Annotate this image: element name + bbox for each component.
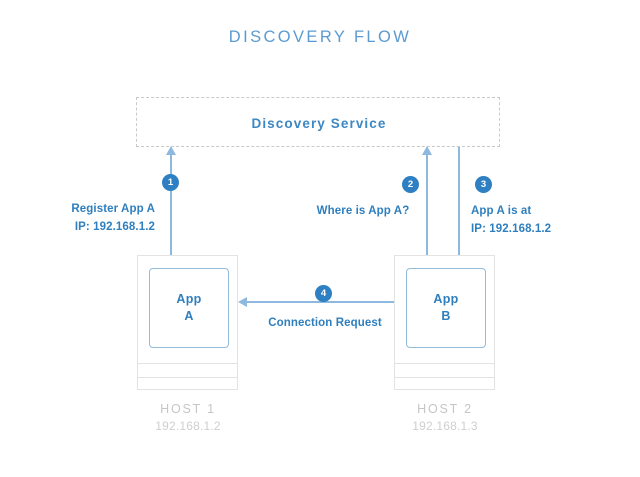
step-label-1-line1: Register App A — [71, 203, 155, 215]
connector-step-1-line — [170, 152, 172, 267]
host-1-ip: 192.168.1.2 — [155, 419, 221, 433]
host-2-ip: 192.168.1.3 — [412, 419, 478, 433]
host-1-slot-divider-1 — [137, 363, 238, 364]
host-2-name: HOST 2 — [417, 402, 473, 416]
host-1-name: HOST 1 — [160, 402, 216, 416]
step-label-3: App A is at IP: 192.168.1.2 — [471, 203, 631, 239]
discovery-service-label: Discovery Service — [251, 115, 387, 131]
step-label-2-line1: Where is App A? — [316, 205, 410, 217]
step-label-4-line1: Connection Request — [268, 317, 382, 329]
app-b-box[interactable]: App B — [406, 268, 486, 348]
discovery-service-box: Discovery Service — [136, 97, 500, 147]
step-label-4: Connection Request — [250, 315, 400, 333]
host-2-slot-divider-2 — [394, 377, 495, 378]
step-badge-3: 3 — [475, 176, 492, 193]
step-label-1-line2: IP: 192.168.1.2 — [74, 220, 155, 233]
connector-step-1-arrowhead — [166, 146, 176, 155]
app-a-id: A — [184, 309, 194, 323]
connector-step-2-arrowhead — [422, 146, 432, 155]
host-2-slot-divider-1 — [394, 363, 495, 364]
page-title: DISCOVERY FLOW — [228, 28, 412, 46]
host-1-chassis: App A — [137, 255, 238, 390]
connector-step-4-arrowhead — [238, 297, 247, 307]
host-1-caption: HOST 1 192.168.1.2 — [108, 402, 268, 433]
app-a-name: App — [176, 292, 202, 307]
step-badge-4: 4 — [315, 285, 332, 302]
step-badge-2: 2 — [402, 176, 419, 193]
app-b-id: B — [441, 309, 451, 323]
step-label-1: Register App A IP: 192.168.1.2 — [0, 201, 155, 237]
step-label-2: Where is App A? — [311, 203, 415, 221]
connector-step-3-line — [458, 147, 460, 282]
app-b-name: App — [433, 292, 459, 307]
step-label-3-line2: IP: 192.168.1.2 — [471, 222, 552, 235]
connector-step-4-line — [246, 301, 406, 303]
host-1-slot-divider-2 — [137, 377, 238, 378]
connector-step-2-line — [426, 152, 428, 267]
step-badge-1: 1 — [162, 174, 179, 191]
host-2-chassis: App B — [394, 255, 495, 390]
step-label-3-line1: App A is at — [471, 205, 532, 217]
host-2-caption: HOST 2 192.168.1.3 — [365, 402, 525, 433]
app-a-box[interactable]: App A — [149, 268, 229, 348]
